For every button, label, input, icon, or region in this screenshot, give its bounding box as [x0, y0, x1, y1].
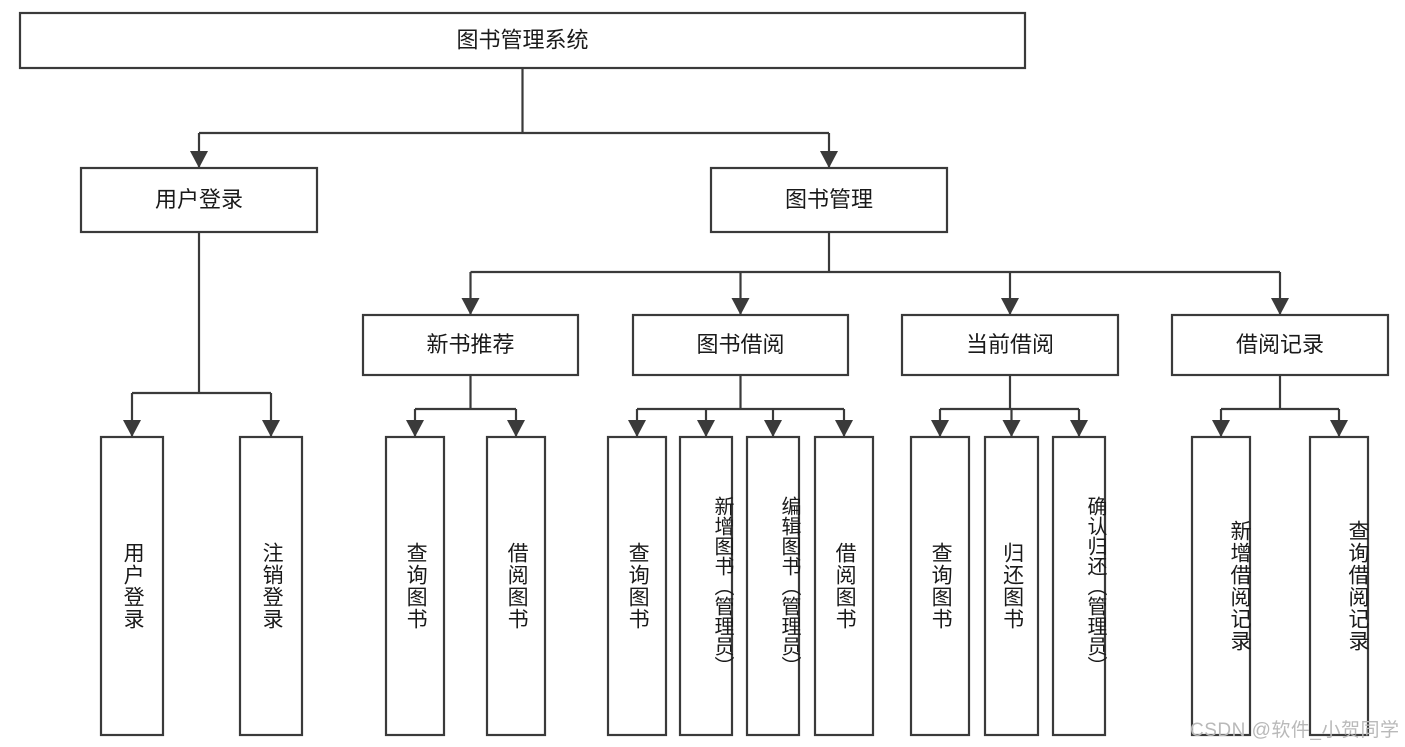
- conn-user-login-arrowhead-0: [123, 420, 141, 437]
- node-level2-label-0: 新书推荐: [426, 332, 514, 357]
- node-level2-label-1: 图书借阅: [696, 332, 784, 357]
- node-leaf-4[interactable]: [606, 435, 668, 737]
- node-leaf-3[interactable]: [485, 435, 547, 737]
- node-leaf-6[interactable]: [745, 435, 801, 737]
- node-leaf-7[interactable]: [813, 435, 875, 737]
- conn-level2-0-arrowhead-0: [406, 420, 424, 437]
- csdn-watermark: CSDN @软件_小贺同学: [1190, 720, 1400, 741]
- node-level1-0[interactable]: [79, 166, 319, 234]
- node-level2-1[interactable]: [631, 313, 850, 377]
- node-level2-2[interactable]: [900, 313, 1120, 377]
- conn-root-arrowhead-0: [190, 151, 208, 168]
- node-leaf-2[interactable]: [384, 435, 446, 737]
- node-leaf-5[interactable]: [678, 435, 734, 737]
- conn-level2-2-arrowhead-0: [931, 420, 949, 437]
- conn-level2-1-arrowhead-0: [628, 420, 646, 437]
- node-leaf-10[interactable]: [1051, 435, 1107, 737]
- node-root[interactable]: [18, 11, 1027, 70]
- node-level1-label-0: 用户登录: [155, 187, 243, 212]
- conn-root-arrowhead-1: [820, 151, 838, 168]
- conn-book-mgmt-arrowhead-0: [461, 298, 480, 315]
- conn-level2-2-arrowhead-1: [1002, 420, 1021, 437]
- conn-level2-2-arrowhead-2: [1070, 420, 1088, 437]
- node-leaf-9[interactable]: [983, 435, 1040, 737]
- conn-level2-3-arrowhead-1: [1330, 420, 1348, 437]
- node-leaf-0[interactable]: [99, 435, 165, 737]
- node-level1-label-1: 图书管理: [785, 187, 873, 212]
- conn-book-mgmt-arrowhead-2: [1001, 298, 1019, 315]
- conn-level2-3-arrowhead-0: [1212, 420, 1230, 437]
- conn-level2-1-arrowhead-2: [764, 420, 782, 437]
- conn-level2-1-arrowhead-3: [835, 420, 853, 437]
- conn-user-login-arrowhead-1: [262, 420, 280, 437]
- node-level2-3[interactable]: [1170, 313, 1390, 377]
- node-leaf-8[interactable]: [909, 435, 971, 737]
- node-leaf-1[interactable]: [238, 435, 304, 737]
- node-level2-label-3: 借阅记录: [1236, 332, 1324, 357]
- conn-level2-0-arrowhead-1: [507, 420, 525, 437]
- node-leaf-12[interactable]: [1308, 435, 1370, 737]
- node-leaf-11[interactable]: [1190, 435, 1252, 737]
- node-root-label: 图书管理系统: [456, 27, 588, 52]
- conn-level2-1-arrowhead-1: [697, 420, 715, 437]
- node-level1-1[interactable]: [709, 166, 949, 234]
- node-level2-0[interactable]: [361, 313, 580, 377]
- nodes-layer: [18, 11, 1390, 737]
- conn-book-mgmt-arrowhead-3: [1271, 298, 1289, 315]
- connectors-layer: [123, 68, 1348, 437]
- node-level2-label-2: 当前借阅: [966, 332, 1054, 357]
- conn-book-mgmt-arrowhead-1: [731, 298, 750, 315]
